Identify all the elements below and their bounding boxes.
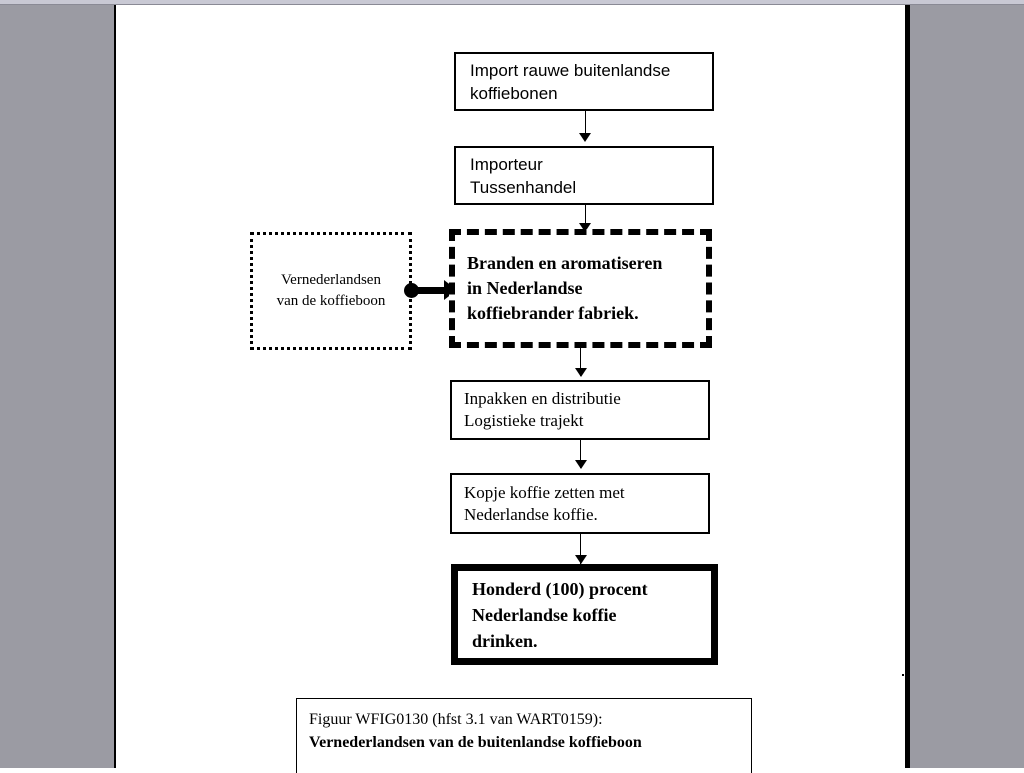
left-gray-margin <box>0 5 114 768</box>
arrowhead-import-to-importeur-icon <box>579 133 591 142</box>
flow-node-branden[interactable]: Branden en aromatiseren in Nederlandse k… <box>449 229 712 348</box>
flow-node-kopje-line2: Nederlandse koffie. <box>464 504 598 524</box>
connector-annotation-to-branden <box>415 287 446 294</box>
flow-node-branden-line3: koffiebrander fabriek. <box>467 303 639 323</box>
flow-node-honderd-line2: Nederlandse koffie <box>472 604 617 625</box>
flow-node-honderd[interactable]: Honderd (100) procent Nederlandse koffie… <box>451 564 718 665</box>
flow-node-inpakken-line1: Inpakken en distributie <box>464 389 621 408</box>
flow-node-import[interactable]: Import rauwe buitenlandse koffiebonen <box>454 52 714 111</box>
flow-node-inpakken-line2: Logistieke trajekt <box>464 411 584 430</box>
arrowhead-kopje-to-honderd-icon <box>575 555 587 564</box>
flowchart-canvas: Import rauwe buitenlandse koffiebonen Im… <box>116 5 905 773</box>
arrowhead-branden-to-inpakken-icon <box>575 368 587 377</box>
figure-caption: Figuur WFIG0130 (hfst 3.1 van WART0159):… <box>296 698 752 773</box>
flow-node-branden-line1: Branden en aromatiseren <box>467 253 663 273</box>
right-gray-margin <box>910 5 1024 768</box>
connector-kopje-to-honderd <box>580 534 581 564</box>
flow-node-honderd-line1: Honderd (100) procent <box>472 578 648 599</box>
flow-node-import-line2: koffiebonen <box>470 83 558 103</box>
flow-node-importeur-line1: Importeur <box>470 154 543 174</box>
flow-node-kopje[interactable]: Kopje koffie zetten met Nederlandse koff… <box>450 473 710 534</box>
flow-node-import-line1: Import rauwe buitenlandse <box>470 60 671 80</box>
connector-import-to-importeur <box>585 111 586 138</box>
connector-inpakken-to-kopje <box>580 440 581 468</box>
flow-node-annotation-line1: Vernederlandsen <box>281 272 381 288</box>
flow-node-inpakken[interactable]: Inpakken en distributie Logistieke traje… <box>450 380 710 440</box>
connector-branden-to-inpakken <box>580 348 581 376</box>
connector-origin-dot <box>404 283 419 298</box>
page-speck-artifact <box>902 674 904 676</box>
connector-importeur-to-branden <box>585 205 586 231</box>
document-page: Import rauwe buitenlandse koffiebonen Im… <box>114 5 910 773</box>
flow-node-annotation-vernederlandsen[interactable]: Vernederlandsen van de koffieboon <box>250 232 412 350</box>
flow-node-branden-line2: in Nederlandse <box>467 278 583 298</box>
flow-node-honderd-line3: drinken. <box>472 630 538 651</box>
flow-node-importeur[interactable]: Importeur Tussenhandel <box>454 146 714 205</box>
figure-caption-line2: Vernederlandsen van de buitenlandse koff… <box>309 734 642 751</box>
flow-node-annotation-line2: van de koffieboon <box>276 293 386 309</box>
arrowhead-inpakken-to-kopje-icon <box>575 460 587 469</box>
arrowhead-importeur-to-branden-icon <box>579 223 591 232</box>
figure-caption-line1: Figuur WFIG0130 (hfst 3.1 van WART0159): <box>309 711 603 728</box>
flow-node-importeur-line2: Tussenhandel <box>470 177 577 197</box>
window-top-strip <box>0 0 1024 5</box>
flow-node-kopje-line1: Kopje koffie zetten met <box>464 482 625 502</box>
